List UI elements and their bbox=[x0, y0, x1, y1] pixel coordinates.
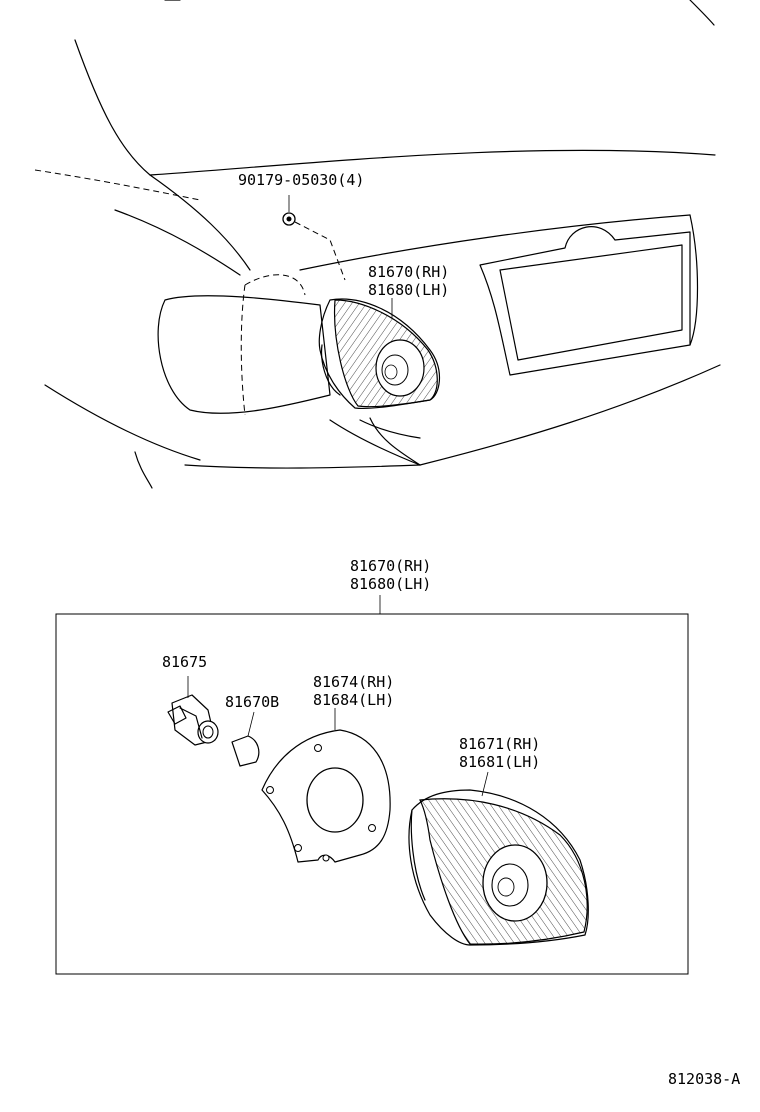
bulb-part-number: 81670B bbox=[225, 693, 280, 711]
lamp-top-lh-part-number: 81680(LH) bbox=[368, 281, 450, 299]
socket-icon bbox=[167, 676, 219, 746]
lens-lh-part-number: 81681(LH) bbox=[459, 753, 541, 771]
bulb-icon bbox=[231, 711, 260, 767]
bolt-part-number: 90179-05030(4) bbox=[238, 171, 365, 189]
assembly-frame bbox=[55, 613, 689, 975]
bolt-icon bbox=[282, 212, 296, 226]
lens-icon bbox=[408, 771, 589, 946]
assembly-rh-part-number: 81670(RH) bbox=[350, 557, 432, 575]
lens-rh-part-number: 81671(RH) bbox=[459, 735, 541, 753]
gasket-lh-part-number: 81684(LH) bbox=[313, 691, 395, 709]
assembly-lh-part-number: 81680(LH) bbox=[350, 575, 432, 593]
gasket-icon bbox=[261, 708, 391, 863]
socket-part-number: 81675 bbox=[162, 653, 208, 671]
diagram-reference-code: 812038-A bbox=[668, 1070, 741, 1088]
vehicle-rear-illustration bbox=[34, 0, 721, 489]
lamp-top-rh-part-number: 81670(RH) bbox=[368, 263, 450, 281]
gasket-rh-part-number: 81674(RH) bbox=[313, 673, 395, 691]
